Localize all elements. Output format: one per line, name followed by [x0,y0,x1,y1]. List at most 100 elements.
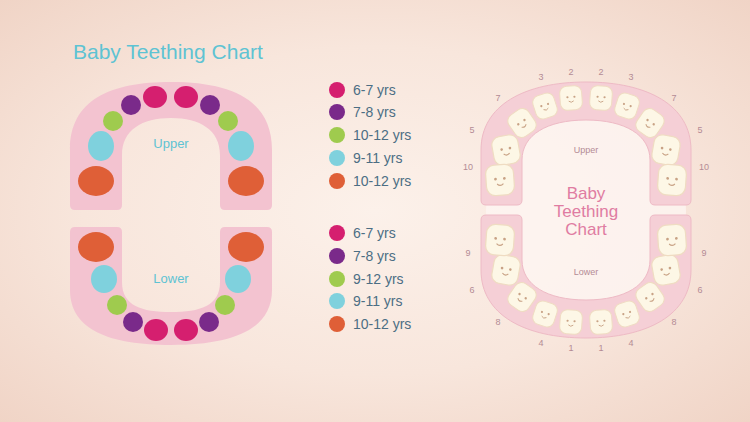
label-slot: Upper [574,145,599,155]
arch-label: Lower [153,272,188,287]
incisor-dot [121,95,141,115]
label-slot: 9 [701,248,706,258]
legend-swatch-box [328,247,346,265]
legend-entry: 9-11 yrs [328,292,403,310]
label-slot: 7 [671,93,676,103]
canine-dot [218,111,238,131]
molar-dot [228,131,254,161]
legend-text: 7-8 yrs [353,104,396,120]
label-slot: 3 [538,72,543,82]
callout-number: 5 [697,125,702,135]
legend-text: 10-12 yrs [353,127,411,143]
arch-outline [70,227,272,345]
arch-label: Upper [574,145,599,155]
label-slot: 9 [465,248,470,258]
label-slot: 5 [697,125,702,135]
legend-swatch [329,82,345,98]
callout-number: 1 [598,343,603,353]
legend-swatch-box [328,149,346,167]
tooth [657,224,687,256]
canine-dot [215,295,235,315]
label-slot: 5 [469,125,474,135]
molar-dot [78,232,114,262]
label-slot: 10 [463,162,473,172]
molar-dot [91,265,117,293]
tooth [531,91,559,121]
callout-number: 10 [463,162,473,172]
legend-swatch-box [328,224,346,242]
legend-text: 7-8 yrs [353,248,396,264]
legend-entry: 7-8 yrs [328,247,396,265]
legend-text: 9-11 yrs [353,293,403,309]
mouth-glow [486,91,686,331]
label-slot: 2 [568,67,573,77]
legend-swatch [329,104,345,120]
tooth [485,164,515,196]
label-slot: Lower [574,267,599,277]
molar-dot [225,265,251,293]
jaw-arch: Lower [70,227,272,345]
incisor-dot [144,319,168,341]
callout-number: 5 [469,125,474,135]
title-slot: Baby Teething Chart [73,40,263,64]
callout-number: 4 [538,338,543,348]
legend-text: 6-7 yrs [353,82,396,98]
callout-number: 4 [628,338,633,348]
legend-swatch [329,271,345,287]
callout-number: 1 [568,343,573,353]
legend-swatch [329,248,345,264]
legend-swatch-box [328,126,346,144]
molar-dot [228,232,264,262]
incisor-dot [143,86,167,108]
legend-swatch [329,293,345,309]
incisor-dot [199,312,219,332]
tooth [491,254,522,287]
legend-swatch-box [328,172,346,190]
legend-swatch-box [328,81,346,99]
molar-dot [78,166,114,196]
incisor-dot [200,95,220,115]
callout-number: 2 [568,67,573,77]
legend-entry: 9-12 yrs [328,270,404,288]
callout-number: 10 [699,162,709,172]
legend-text: 9-11 yrs [353,150,403,166]
tooth [657,164,687,196]
legend-text: 10-12 yrs [353,316,411,332]
arch-label: Lower [574,267,599,277]
callout-number: 7 [495,93,500,103]
legend-entry: 7-8 yrs [328,103,396,121]
legend-entry: 10-12 yrs [328,126,411,144]
callout-number: 8 [671,317,676,327]
label-slot: 8 [671,317,676,327]
label-slot: 6 [469,285,474,295]
tooth [531,299,559,329]
label-slot: 1 [568,343,573,353]
legend-swatch-box [328,103,346,121]
canine-dot [103,111,123,131]
legend-entry: 10-12 yrs [328,315,411,333]
legend-swatch [329,150,345,166]
legend-swatch-box [328,315,346,333]
callout-number: 9 [701,248,706,258]
label-slot: 6 [697,285,702,295]
legend-swatch [329,225,345,241]
arch-shape [70,82,272,210]
label-slot: 4 [538,338,543,348]
label-slot: 7 [495,93,500,103]
legend-entry: 9-11 yrs [328,149,403,167]
legend-entry: 6-7 yrs [328,224,396,242]
callout-number: 8 [495,317,500,327]
arch-label-slot: Lower [153,272,188,287]
tooth [485,224,515,256]
label-slot: 10 [699,162,709,172]
callout-number: 6 [697,285,702,295]
label-slot: 8 [495,317,500,327]
tooth [589,85,613,110]
legend-text: 6-7 yrs [353,225,396,241]
legend-entry: 6-7 yrs [328,81,396,99]
tooth [651,134,682,167]
